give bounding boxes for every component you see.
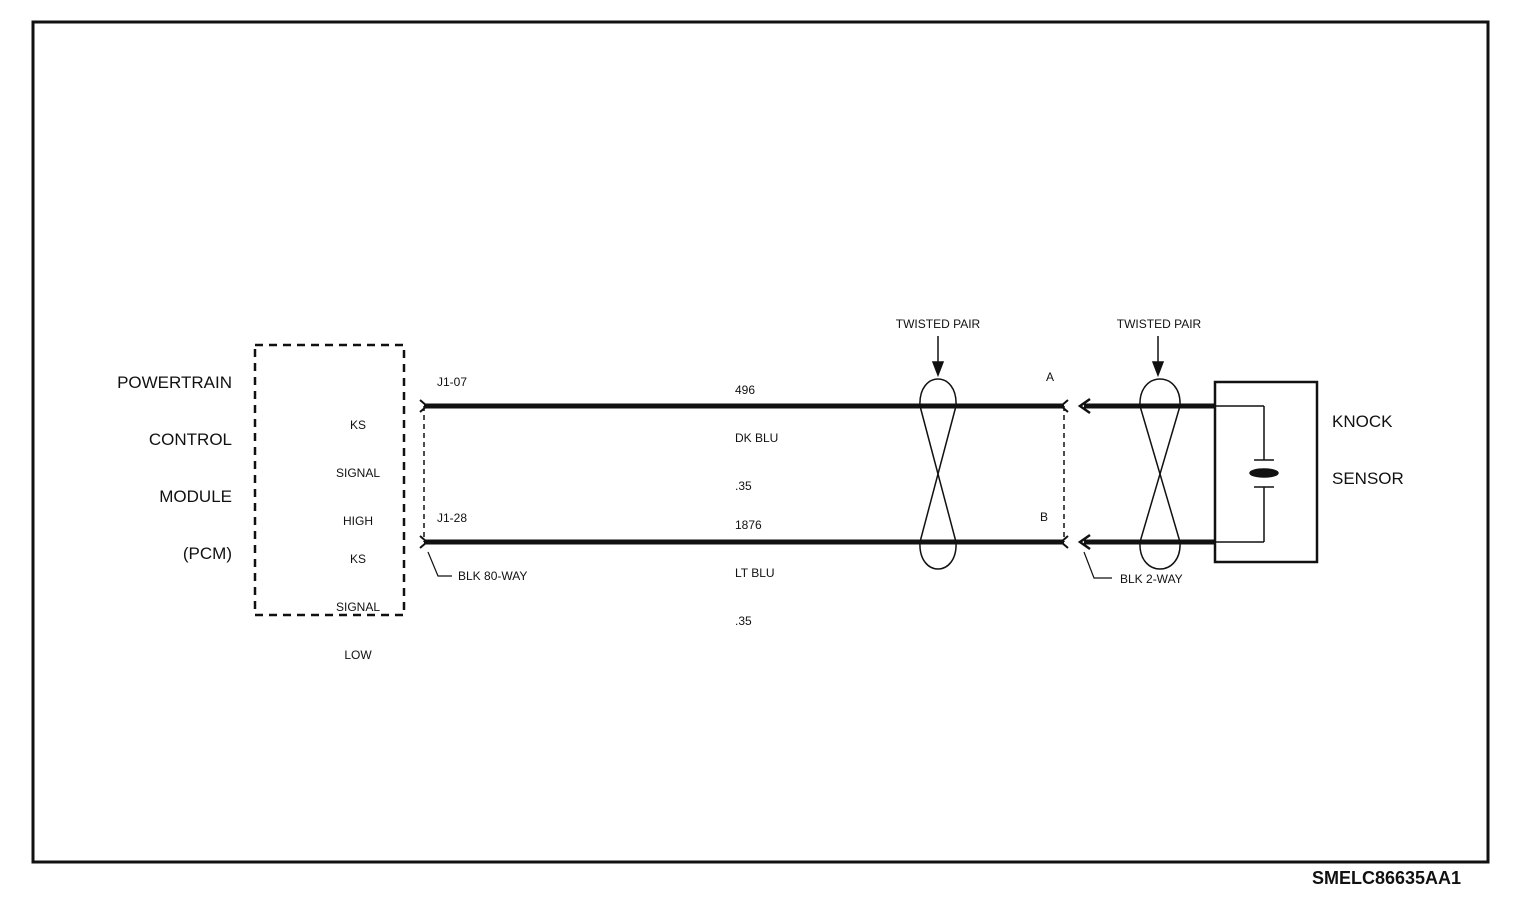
circuit-number: 1876 [735,518,762,532]
signal-low-line: SIGNAL [335,600,380,614]
ks-signal-high-label: KS SIGNAL HIGH [322,385,394,545]
knock-sensor-box [1213,380,1319,564]
sensor-terminal-b [1077,533,1091,551]
twisted-pair-label-2: TWISTED PAIR [1116,317,1202,331]
signal-high-line: HIGH [343,514,373,528]
wire-color: DK BLU [735,431,779,445]
wire-gauge: .35 [735,614,752,628]
sensor-label-line: SENSOR [1332,469,1404,488]
signal-low-line: KS [349,552,366,566]
sensor-label-line: KNOCK [1332,412,1393,431]
pcm-label-line: CONTROL [148,430,232,449]
signal-low-line: LOW [344,648,372,662]
pcm-label-line: POWERTRAIN [117,373,232,392]
twisted-pair-symbol-1 [919,378,957,570]
twisted-pair-symbol-2 [1139,378,1181,570]
circuit-1876-label: 1876 LT BLU .35 [735,485,775,645]
sensor-connector-leader [1083,551,1112,579]
circuit-496-label: 496 DK BLU .35 [735,350,778,510]
pcm-terminal-low [419,535,429,549]
drawing-code: SMELC86635AA1 [1312,868,1462,888]
twisted-pair-arrow-2 [1151,336,1165,378]
pcm-label: POWERTRAIN CONTROL MODULE (PCM) [60,335,232,582]
piezo-element-icon [1215,405,1279,543]
diagram-frame [31,20,1490,864]
signal-high-line: SIGNAL [335,466,380,480]
wire-gauge: .35 [735,479,752,493]
twisted-pair-arrow-1 [931,336,945,378]
pin-a-label: A [1046,370,1055,384]
sensor-terminal-a [1077,397,1091,415]
pcm-terminal-high [419,399,429,413]
pin-b-label: B [1040,510,1049,524]
wire-color: LT BLU [735,566,775,580]
pcm-label-line: (PCM) [182,544,232,563]
ks-signal-low-label: KS SIGNAL LOW [322,519,394,679]
inline-terminal-b [1059,535,1069,549]
terminal-j1-07: J1-07 [437,375,468,389]
pcm-box [253,343,406,617]
signal-high-line: KS [349,418,366,432]
pcm-label-line: MODULE [159,487,232,506]
sensor-connector-label: BLK 2-WAY [1120,572,1183,586]
circuit-number: 496 [735,383,756,397]
pcm-connector-label: BLK 80-WAY [458,569,528,583]
knock-sensor-label: KNOCK SENSOR [1332,374,1404,507]
twisted-pair-label-1: TWISTED PAIR [895,317,981,331]
inline-terminal-a [1059,399,1069,413]
terminal-j1-28: J1-28 [437,511,468,525]
pcm-connector-leader [427,551,452,577]
